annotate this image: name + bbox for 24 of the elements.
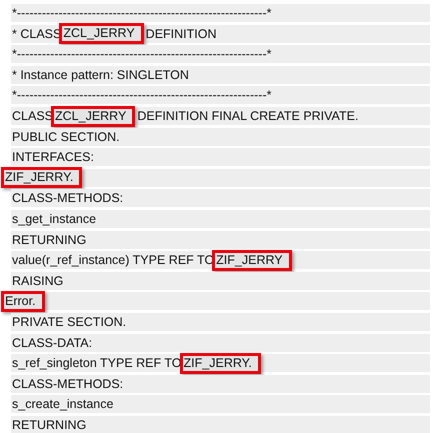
code-text: CLASS-METHODS: [11, 376, 124, 391]
code-text: RETURNING [11, 418, 86, 432]
code-text: INTERFACES: [11, 150, 94, 164]
highlighted-code: ZIF_JERRY. [1, 167, 82, 188]
code-text: PRIVATE SECTION. [11, 315, 126, 329]
code-text: CLASS-DATA: [11, 336, 92, 350]
highlighted-code: Error. [1, 290, 45, 312]
highlighted-code: ZCL_JERRY [59, 23, 144, 44]
highlighted-code: ZIF_JERRY [212, 250, 292, 271]
code-text: *------------------------------------------------------------* [11, 88, 272, 102]
code-text: * Instance pattern: SINGLETON [11, 68, 189, 82]
code-text: DEFINITION [144, 26, 217, 41]
code-text: CLASS-METHODS: [11, 191, 124, 206]
code-text: RETURNING [11, 232, 86, 247]
code-text: s_create_instance [11, 397, 114, 412]
code-text: PUBLIC SECTION. [11, 130, 120, 144]
highlighted-code: ZIF_JERRY. [180, 352, 261, 374]
code-text: *------------------------------------------------------------* [11, 6, 272, 20]
code-text: *------------------------------------------------------------* [11, 47, 272, 62]
highlighted-code: ZCL_JERRY [51, 106, 136, 126]
code-text: RAISING [11, 274, 64, 288]
code-text: DEFINITION FINAL CREATE PRIVATE. [136, 109, 358, 123]
code-text: CLASS [11, 109, 53, 123]
code-text: s_get_instance [11, 212, 96, 226]
